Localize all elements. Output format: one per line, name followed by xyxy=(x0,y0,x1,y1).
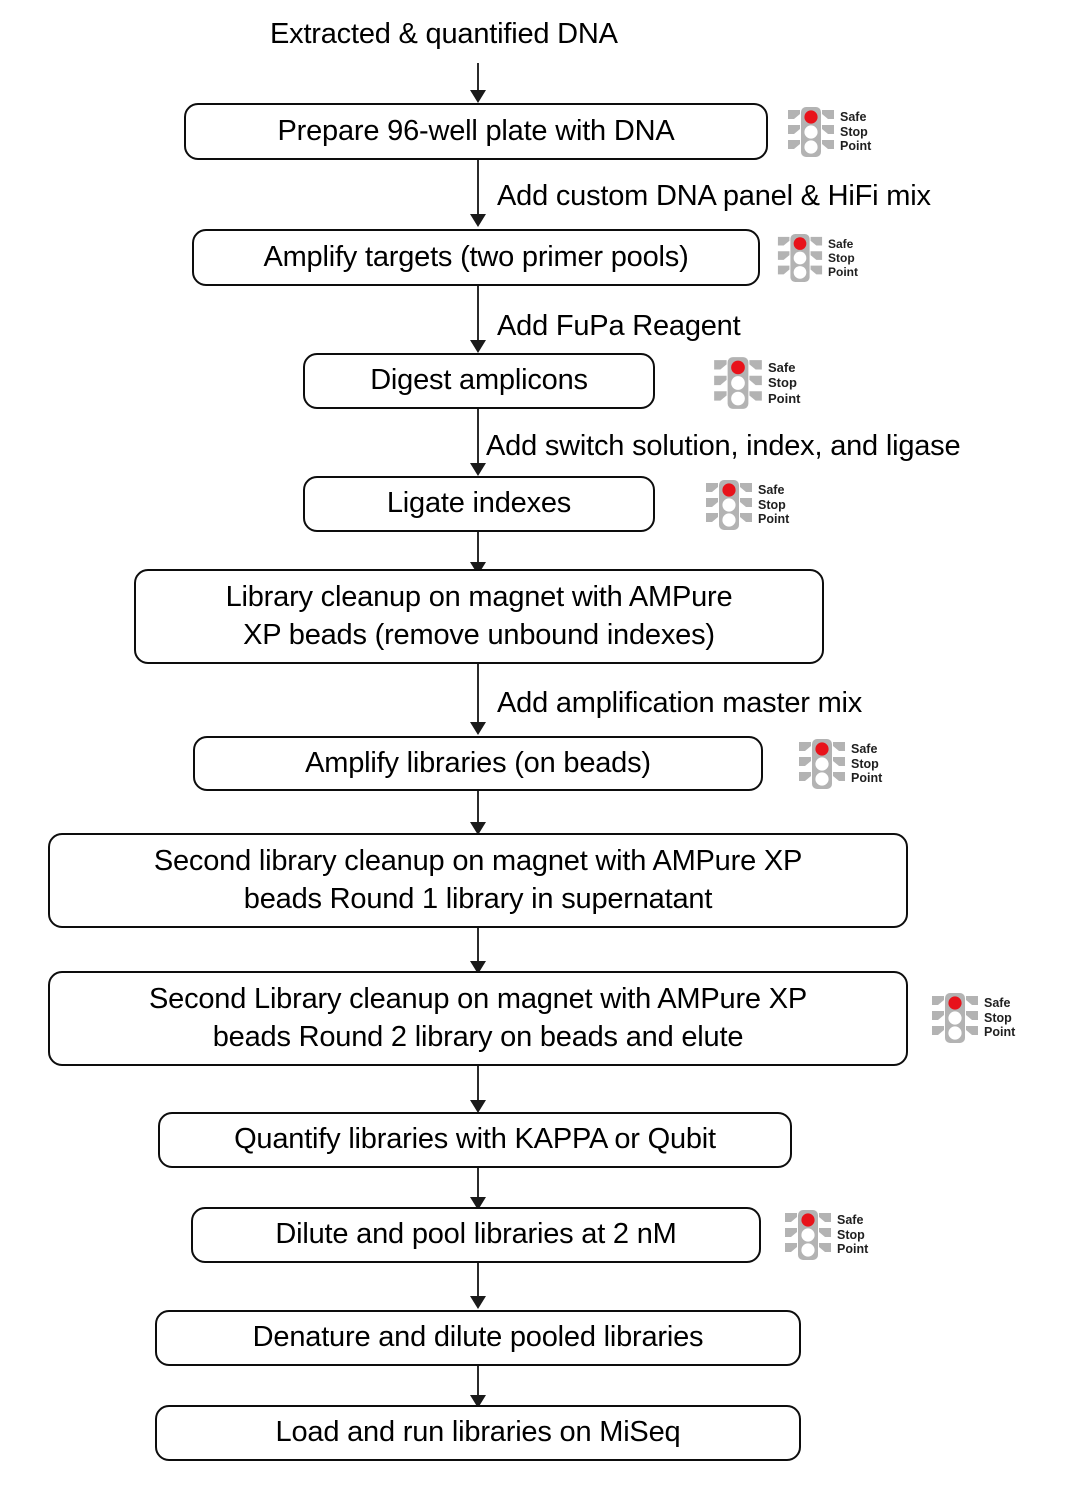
safe-stop-point-badge-n4: Safe Stop Point xyxy=(704,478,789,532)
badge-line-stop: Stop xyxy=(768,375,797,391)
connector-n3-to-n4 xyxy=(477,409,479,471)
connector-n5-to-n6 xyxy=(477,664,479,730)
arrowhead-n8-to-n9 xyxy=(470,1100,486,1113)
safe-stop-point-badge-n10: Safe Stop Point xyxy=(783,1208,868,1262)
arrowhead-n11-to-n12 xyxy=(470,1395,486,1408)
connector-n1-to-n2 xyxy=(477,160,479,222)
badge-line-stop: Stop xyxy=(828,250,855,265)
badge-line-safe: Safe xyxy=(758,482,785,497)
badge-line-stop: Stop xyxy=(840,124,868,139)
safe-stop-point-badge-n2: Safe Stop Point xyxy=(776,232,858,284)
node-amplify-targets[interactable]: Amplify targets (two primer pools) xyxy=(192,229,760,286)
node-label-line-1: Second library cleanup on magnet with AM… xyxy=(153,844,803,877)
badge-line-point: Point xyxy=(851,771,883,786)
node-label-line-1: Library cleanup on magnet with AMPure xyxy=(225,580,733,613)
node-label: Quantify libraries with KAPPA or Qubit xyxy=(234,1123,716,1156)
arrowhead-n9-to-n10 xyxy=(470,1197,486,1210)
node-label-line-2: beads Round 1 library in supernatant xyxy=(243,882,713,915)
node-label: Digest amplicons xyxy=(370,364,588,397)
badge-line-point: Point xyxy=(828,265,858,280)
node-label: Ligate indexes xyxy=(386,487,572,520)
badge-line-safe: Safe xyxy=(837,1212,864,1227)
arrowhead-n2-to-n3 xyxy=(470,340,486,353)
node-quantify-libraries[interactable]: Quantify libraries with KAPPA or Qubit xyxy=(158,1112,792,1168)
badge-line-safe: Safe xyxy=(768,360,796,375)
connector-n9-to-n10 xyxy=(477,1168,479,1206)
node-label-line-2: XP beads (remove unbound indexes) xyxy=(243,618,715,651)
node-label: Denature and dilute pooled libraries xyxy=(252,1321,704,1354)
badge-line-safe: Safe xyxy=(828,236,854,251)
connector-n2-to-n3 xyxy=(477,286,479,348)
badge-line-point: Point xyxy=(768,390,801,406)
badge-line-safe: Safe xyxy=(984,995,1011,1010)
edge-label-add-switch-solution: Add switch solution, index, and ligase xyxy=(486,430,961,462)
badge-line-safe: Safe xyxy=(840,109,867,124)
connector-start-to-n1 xyxy=(477,63,479,98)
node-denature-and-dilute[interactable]: Denature and dilute pooled libraries xyxy=(155,1310,801,1366)
node-label: Amplify libraries (on beads) xyxy=(305,746,651,779)
node-ligate-indexes[interactable]: Ligate indexes xyxy=(303,476,655,532)
arrowhead-n10-to-n11 xyxy=(470,1296,486,1309)
traffic-light-icon xyxy=(932,993,978,1043)
arrowhead-n7-to-n8 xyxy=(470,961,486,974)
safe-stop-point-badge-n8: Safe Stop Point xyxy=(930,991,1015,1045)
safe-stop-point-badge-n3: Safe Stop Point xyxy=(712,355,801,411)
traffic-light-icon xyxy=(788,107,834,157)
node-label-line-2: beads Round 2 library on beads and elute xyxy=(212,1020,744,1053)
node-amplify-libraries[interactable]: Amplify libraries (on beads) xyxy=(193,736,763,791)
badge-line-safe: Safe xyxy=(851,741,878,756)
traffic-light-icon xyxy=(777,234,823,282)
edge-label-add-amplification-master-mix: Add amplification master mix xyxy=(497,687,863,719)
safe-stop-point-badge-n1: Safe Stop Point xyxy=(786,105,871,159)
traffic-light-icon xyxy=(706,480,752,530)
edge-label-add-custom-dna-panel: Add custom DNA panel & HiFi mix xyxy=(497,180,931,212)
connector-n11-to-n12 xyxy=(477,1366,479,1404)
arrowhead-n1-to-n2 xyxy=(470,214,486,227)
traffic-light-icon xyxy=(799,739,845,789)
badge-line-stop: Stop xyxy=(758,497,786,512)
connector-n4-to-n5 xyxy=(477,532,479,570)
traffic-light-icon xyxy=(714,357,762,409)
badge-line-stop: Stop xyxy=(984,1010,1012,1025)
arrowhead-start-to-n1 xyxy=(470,90,486,103)
diagram-start-label: Extracted & quantified DNA xyxy=(270,18,618,50)
badge-line-stop: Stop xyxy=(837,1227,865,1242)
node-digest-amplicons[interactable]: Digest amplicons xyxy=(303,353,655,409)
node-label: Amplify targets (two primer pools) xyxy=(263,240,689,273)
safe-stop-point-badge-n6: Safe Stop Point xyxy=(797,737,882,791)
badge-line-point: Point xyxy=(840,139,872,154)
node-label: Prepare 96-well plate with DNA xyxy=(277,114,675,147)
badge-line-point: Point xyxy=(837,1242,869,1257)
node-label: Load and run libraries on MiSeq xyxy=(275,1416,681,1449)
badge-line-point: Point xyxy=(984,1025,1016,1040)
node-second-library-cleanup-round-1[interactable]: Second library cleanup on magnet with AM… xyxy=(48,833,908,928)
connector-n6-to-n7 xyxy=(477,791,479,831)
arrowhead-n6-to-n7 xyxy=(470,822,486,835)
edge-label-add-fupa-reagent: Add FuPa Reagent xyxy=(497,310,741,342)
node-dilute-and-pool-libraries[interactable]: Dilute and pool libraries at 2 nM xyxy=(191,1207,761,1263)
connector-n7-to-n8 xyxy=(477,928,479,970)
node-label-line-1: Second Library cleanup on magnet with AM… xyxy=(149,982,807,1015)
node-label: Dilute and pool libraries at 2 nM xyxy=(275,1218,677,1251)
traffic-light-icon xyxy=(785,1210,831,1260)
node-second-library-cleanup-round-2[interactable]: Second Library cleanup on magnet with AM… xyxy=(48,971,908,1066)
badge-line-point: Point xyxy=(758,512,790,527)
connector-n8-to-n9 xyxy=(477,1066,479,1111)
arrowhead-n3-to-n4 xyxy=(470,463,486,476)
node-library-cleanup-magnet[interactable]: Library cleanup on magnet with AMPure XP… xyxy=(134,569,824,664)
connector-n10-to-n11 xyxy=(477,1263,479,1307)
arrowhead-n5-to-n6 xyxy=(470,722,486,735)
badge-line-stop: Stop xyxy=(851,756,879,771)
node-prepare-96-well-plate[interactable]: Prepare 96-well plate with DNA xyxy=(184,103,768,160)
node-load-and-run-miseq[interactable]: Load and run libraries on MiSeq xyxy=(155,1405,801,1461)
